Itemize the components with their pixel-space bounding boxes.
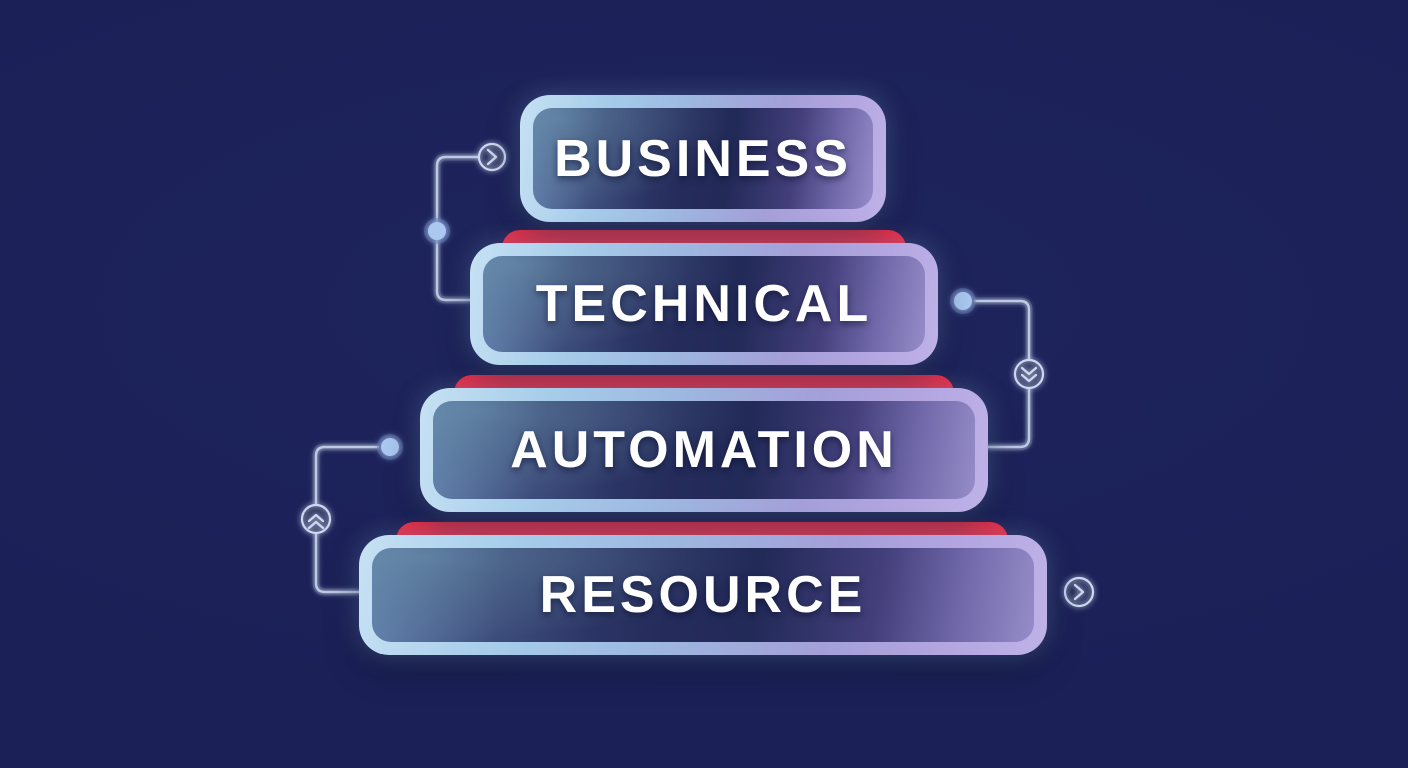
- node-dot: [950, 288, 976, 314]
- pyramid-level-face: BUSINESS: [533, 108, 873, 209]
- arrow-right-icon: [1063, 576, 1095, 608]
- pyramid-level-label: TECHNICAL: [535, 275, 873, 333]
- wire-technical-automation: [950, 288, 1045, 451]
- double-chevron-up-icon: [300, 503, 332, 535]
- pyramid-level-resource: RESOURCE: [359, 535, 1047, 655]
- wire-business-technical: [424, 142, 507, 304]
- node-dot: [424, 218, 450, 244]
- pyramid-level-technical: TECHNICAL: [470, 243, 938, 365]
- arrow-right-icon: [477, 142, 507, 172]
- pyramid-level-automation: AUTOMATION: [420, 388, 988, 512]
- pyramid-level-label: BUSINESS: [554, 129, 852, 188]
- pyramid-level-label: AUTOMATION: [510, 421, 898, 479]
- pyramid-level-face: RESOURCE: [372, 548, 1034, 642]
- pyramid-level-face: AUTOMATION: [433, 401, 975, 499]
- pyramid-level-business: BUSINESS: [520, 95, 886, 222]
- node-dot: [377, 434, 403, 460]
- double-chevron-down-icon: [1013, 358, 1045, 390]
- pyramid-level-label: RESOURCE: [539, 566, 867, 624]
- wire-automation-resource: [300, 434, 403, 596]
- pyramid-level-face: TECHNICAL: [483, 256, 925, 352]
